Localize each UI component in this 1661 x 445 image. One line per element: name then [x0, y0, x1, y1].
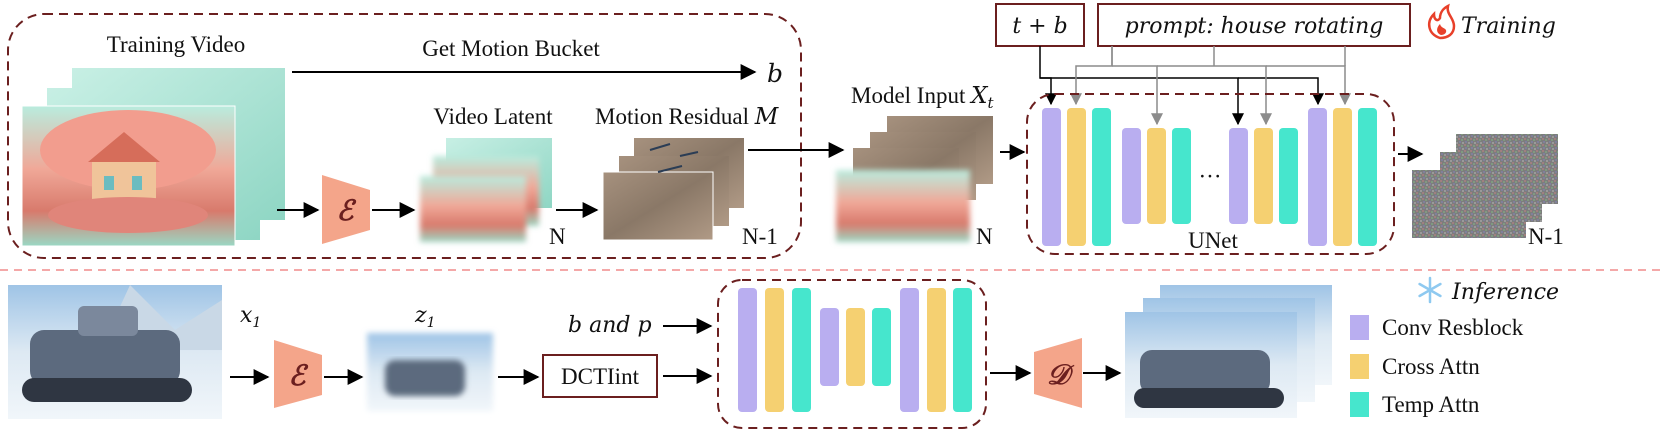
video-latent-stack — [420, 138, 552, 242]
unet-training-dashed-box — [1026, 93, 1395, 255]
legend-label-temp-attn: Temp Attn — [1382, 392, 1480, 417]
legend-swatch-temp-attn — [1350, 392, 1369, 417]
unet-inference-blocks — [738, 288, 972, 412]
b-symbol: b — [767, 59, 783, 88]
output-video-stack — [1125, 285, 1332, 418]
snowflake-icon — [1418, 276, 1442, 304]
unet-label: UNet — [1188, 228, 1238, 253]
training-mode-label: Training — [1461, 14, 1556, 39]
legend: Conv Resblock Cross Attn Temp Attn — [1350, 315, 1524, 417]
model-input-label: Model Input Xt — [851, 83, 994, 112]
motion-residual-label: Motion Residual M — [595, 104, 780, 130]
dct-box — [542, 354, 658, 398]
noise-output-stack — [1412, 134, 1558, 238]
residual-n-minus-1-label: N-1 — [742, 224, 778, 249]
prompt-label: prompt: house rotating — [1125, 14, 1384, 39]
video-latent-label: Video Latent — [433, 104, 553, 129]
noise-n-minus-1-label: N-1 — [1528, 224, 1564, 249]
training-input-dashed-box — [7, 13, 802, 259]
get-motion-bucket-label: Get Motion Bucket — [422, 36, 600, 61]
model-input-n-label: N — [976, 224, 993, 249]
motion-residual-stack — [602, 138, 744, 241]
legend-label-cross-attn: Cross Attn — [1382, 354, 1480, 379]
training-video-stack — [21, 68, 285, 247]
z1-latent-image — [367, 333, 493, 411]
input-image — [8, 285, 222, 419]
prompt-box — [1097, 3, 1411, 47]
unet-inference-dashed-box — [717, 279, 987, 429]
condition-wires — [1039, 46, 1351, 126]
legend-swatch-cross-attn — [1350, 354, 1369, 379]
latent-n-label: N — [549, 224, 566, 249]
t-plus-b-box — [995, 3, 1085, 47]
fire-icon — [1427, 3, 1456, 40]
unet-ellipsis: ··· — [1199, 164, 1222, 189]
unet-training-blocks — [1042, 108, 1377, 246]
encoder-block-inference — [274, 340, 322, 408]
x1-label: x1 — [240, 303, 261, 331]
dct-label: DCTIint — [561, 364, 640, 389]
encoder-block-training — [322, 175, 370, 244]
t-plus-b-label: t + b — [1012, 14, 1067, 39]
b-and-p-label: b and p — [568, 313, 652, 338]
inference-mode-label: Inference — [1451, 280, 1559, 305]
decoder-block — [1034, 338, 1082, 408]
encoder-symbol-training: ℰ — [337, 194, 357, 227]
training-video-label: Training Video — [107, 32, 246, 57]
legend-swatch-conv-resblock — [1350, 315, 1369, 340]
model-input-stack — [836, 116, 993, 242]
z1-label: z1 — [414, 303, 436, 331]
legend-label-conv-resblock: Conv Resblock — [1382, 315, 1524, 340]
encoder-symbol-inference: ℰ — [289, 359, 309, 392]
